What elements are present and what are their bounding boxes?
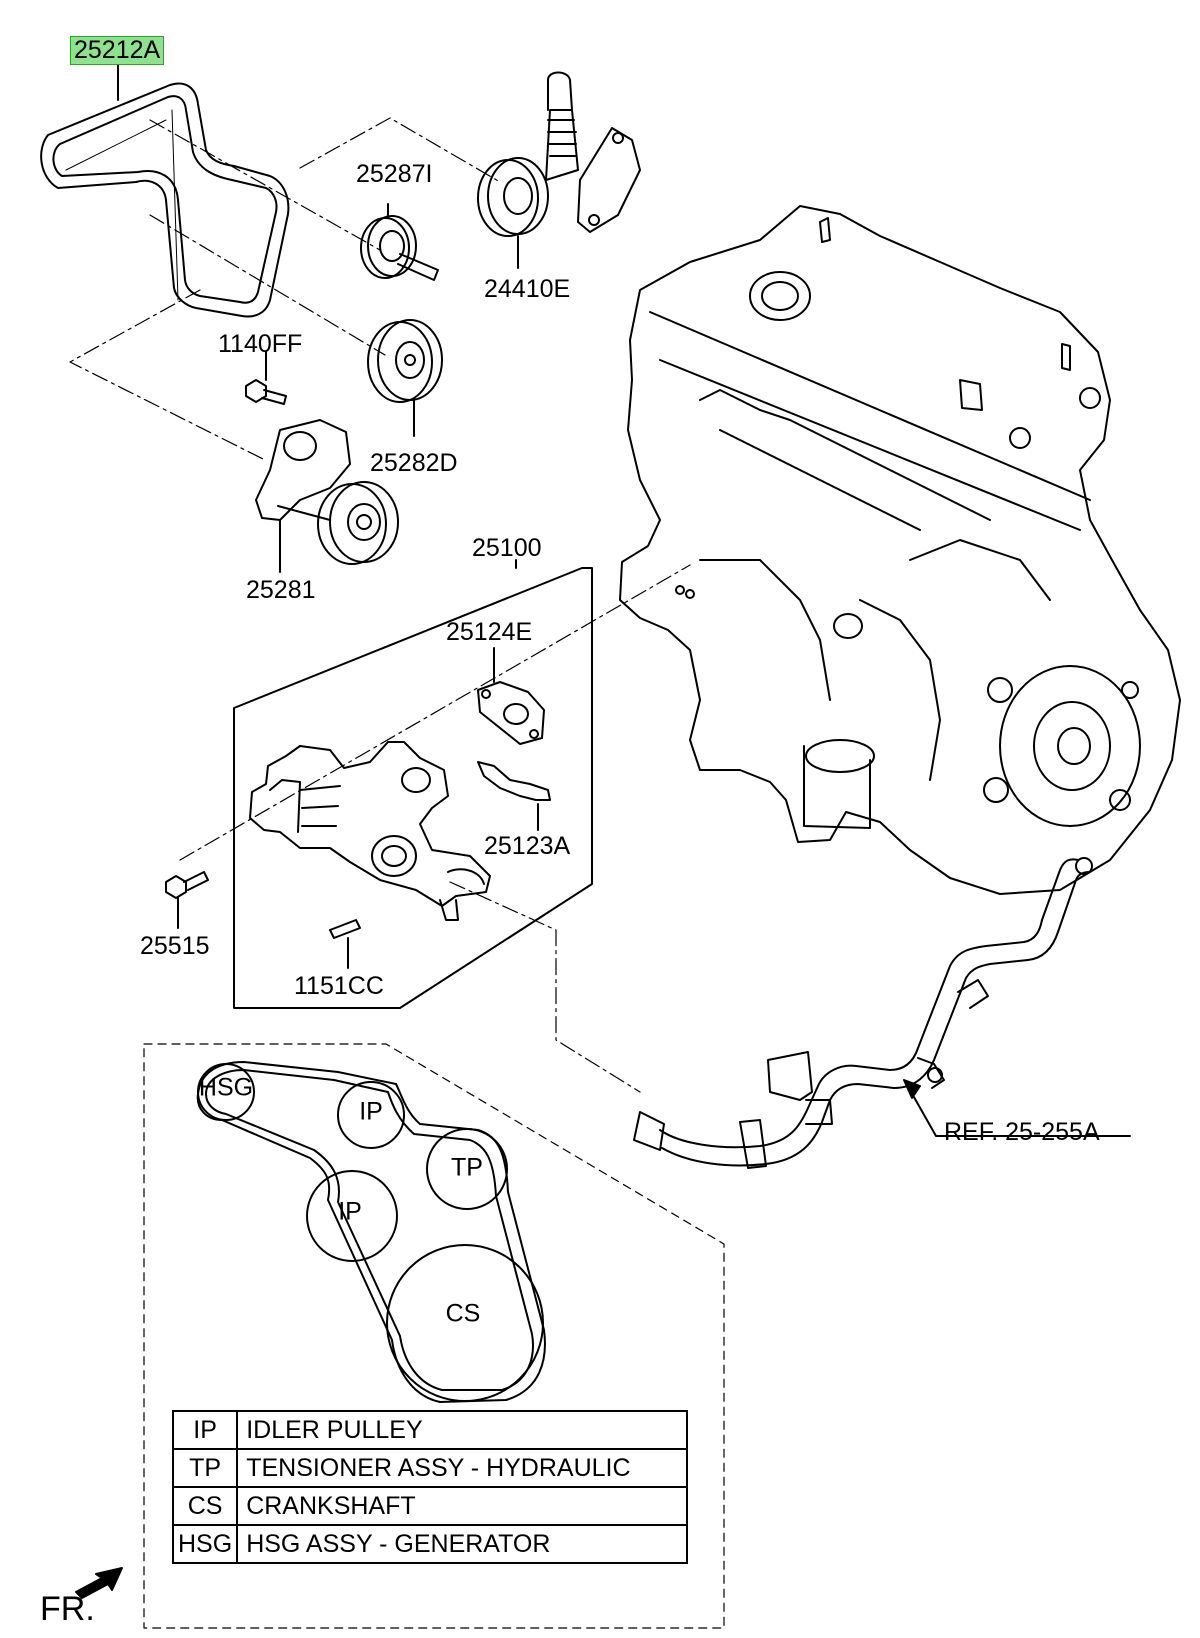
legend-row: IP IDLER PULLEY — [171, 1410, 688, 1450]
legend-desc: IDLER PULLEY — [236, 1410, 688, 1450]
callout-idler-lower[interactable]: 25282D — [370, 449, 458, 477]
legend-table: IP IDLER PULLEY TP TENSIONER ASSY - HYDR… — [171, 1410, 688, 1564]
callout-ref[interactable]: REF. 25-255A — [944, 1118, 1100, 1146]
legend-row: CS CRANKSHAFT — [171, 1486, 688, 1526]
gasket-25124e — [477, 681, 545, 745]
legend-desc: TENSIONER ASSY - HYDRAULIC — [236, 1448, 688, 1488]
coolant-pipe — [633, 857, 1093, 1169]
ref-arrow-icon — [903, 1079, 921, 1099]
callout-pin[interactable]: 1151CC — [294, 972, 384, 1000]
water-pump-box — [233, 567, 593, 1009]
legend-desc: HSG ASSY - GENERATOR — [236, 1524, 688, 1564]
callout-gasket-a[interactable]: 25123A — [484, 832, 571, 860]
legend-code: TP — [171, 1448, 239, 1488]
callout-bolt-1140ff[interactable]: 1140FF — [218, 330, 303, 358]
callout-belt[interactable]: 25212A — [70, 36, 165, 65]
callout-gasket-e[interactable]: 25124E — [446, 618, 533, 646]
gasket-25123a — [477, 761, 551, 801]
callout-bolt-25515[interactable]: 25515 — [140, 932, 210, 960]
pulley-label-tp: TP — [451, 1153, 483, 1182]
legend-code: CS — [171, 1486, 239, 1526]
pulley-label-ip-upper: IP — [359, 1097, 383, 1126]
hydraulic-tensioner — [477, 71, 641, 237]
pulley-label-hsg: HSG — [198, 1073, 254, 1102]
leader-ref — [909, 1089, 1131, 1137]
idler-pulley-lower — [367, 319, 443, 403]
legend-code: HSG — [171, 1524, 239, 1564]
tensioner-25281 — [255, 419, 399, 565]
idler-pulley-upper — [360, 215, 439, 281]
front-marker: FR. — [40, 1590, 95, 1628]
legend-row: HSG HSG ASSY - GENERATOR — [171, 1524, 688, 1564]
belt-routing — [196, 1061, 546, 1403]
pulley-label-ip-lower: IP — [338, 1197, 362, 1226]
pin-1151cc — [329, 919, 361, 939]
legend-code: IP — [171, 1410, 239, 1450]
routing-inset-frame — [143, 1043, 725, 1629]
bolt-25515 — [165, 871, 209, 899]
water-pump — [249, 741, 491, 921]
callout-tensioner[interactable]: 25281 — [246, 576, 316, 604]
drive-belt — [40, 82, 290, 318]
assembly-lines — [69, 117, 691, 1093]
pulley-label-cs: CS — [445, 1299, 481, 1328]
engine-block — [619, 205, 1181, 895]
legend-desc: CRANKSHAFT — [236, 1486, 688, 1526]
front-arrow-icon — [75, 1567, 123, 1599]
bolt-1140ff — [245, 379, 287, 405]
callout-water-pump-assy[interactable]: 25100 — [472, 534, 542, 562]
legend-row: TP TENSIONER ASSY - HYDRAULIC — [171, 1448, 688, 1488]
callout-idler-upper[interactable]: 25287I — [356, 160, 433, 188]
callout-tensioner-hydraulic[interactable]: 24410E — [484, 275, 571, 303]
